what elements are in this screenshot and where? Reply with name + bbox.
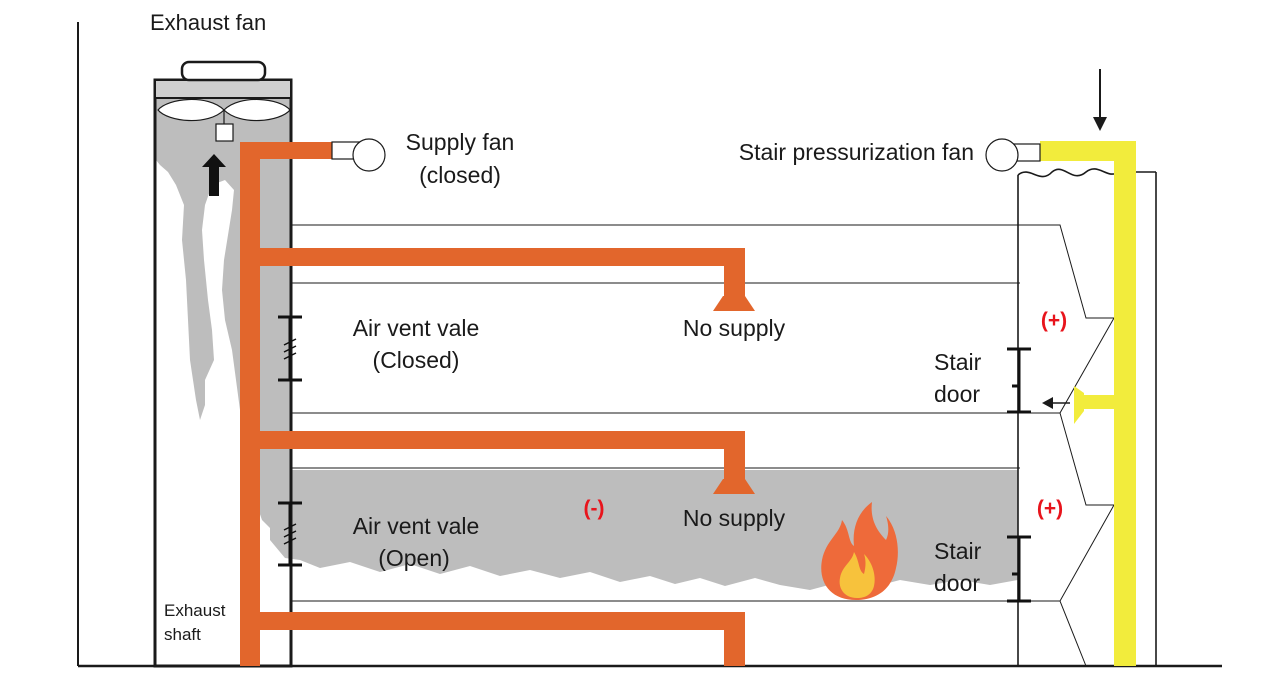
exhaust-fan-blades-icon [157, 98, 291, 142]
air-vent-upper-label: Air vent vale [353, 315, 480, 341]
stair-duct-branch [1082, 395, 1116, 409]
air-vent-valve-upper-icon [278, 315, 302, 382]
stair-duct-riser [1114, 141, 1136, 666]
supply-fan-status-label: (closed) [419, 162, 501, 188]
stair-flights [1018, 224, 1115, 667]
supply-drop-lower [724, 431, 745, 481]
supply-duct-system [240, 142, 755, 666]
smoke-in-shaft [156, 97, 290, 528]
exhaust-shaft [153, 60, 293, 668]
stair-door-lower-label-2: door [934, 570, 980, 596]
building-structure [77, 22, 1222, 668]
air-vent-upper-status-label: (Closed) [373, 347, 460, 373]
supply-riser [240, 142, 260, 666]
negative-pressure-label: (-) [584, 497, 605, 520]
supply-branch-upper [240, 248, 745, 266]
exhaust-shaft-label: Exhaust [164, 601, 226, 620]
supply-diffuser-lower [713, 479, 755, 494]
stair-door-upper-label-2: door [934, 381, 980, 407]
supply-top-run [240, 142, 332, 159]
stair-pressurization-duct [1040, 141, 1136, 666]
supply-drop-upper [724, 248, 745, 296]
flame-outer [821, 502, 898, 600]
outdoor-air-intake-arrow-icon [1093, 69, 1107, 131]
stair-door-upper-icon [1007, 347, 1031, 414]
air-vent-lower-label: Air vent vale [353, 513, 480, 539]
no-supply-upper-label: No supply [683, 315, 786, 341]
exhaust-fan-housing [154, 79, 292, 99]
exhaust-fan-label: Exhaust fan [150, 10, 266, 35]
positive-pressure-lower-label: (+) [1037, 497, 1063, 520]
air-into-floor-arrow-icon [1042, 397, 1070, 409]
supply-branch-bottom [240, 612, 745, 630]
stair-pressurization-fan-icon [985, 138, 1041, 172]
stair-duct-diffuser [1074, 386, 1084, 424]
stair-door-lower-label: Stair [934, 538, 982, 564]
no-supply-lower-label: No supply [683, 505, 786, 531]
exhaust-fan-cap [180, 60, 267, 82]
supply-branch-lower [240, 431, 745, 449]
air-vent-valve-lower-icon [278, 501, 302, 567]
fire-icon [821, 502, 898, 600]
supply-drop-bottom [724, 612, 745, 666]
positive-pressure-upper-label: (+) [1041, 309, 1067, 332]
supply-diffuser-upper [713, 296, 755, 311]
exhaust-flow-arrow-icon [202, 154, 226, 196]
supply-fan-icon [331, 138, 386, 172]
air-vent-lower-status-label: (Open) [378, 545, 450, 571]
supply-fan-label: Supply fan [406, 129, 515, 155]
stair-door-upper-label: Stair [934, 349, 982, 375]
stairwell-roof-break [1017, 168, 1119, 178]
exhaust-shaft-label-2: shaft [164, 625, 201, 644]
stair-pressurization-fan-label: Stair pressurization fan [739, 139, 974, 165]
stair-duct-top-run [1040, 141, 1136, 161]
flame-inner [839, 552, 875, 598]
stair-door-lower-icon [1007, 535, 1031, 603]
